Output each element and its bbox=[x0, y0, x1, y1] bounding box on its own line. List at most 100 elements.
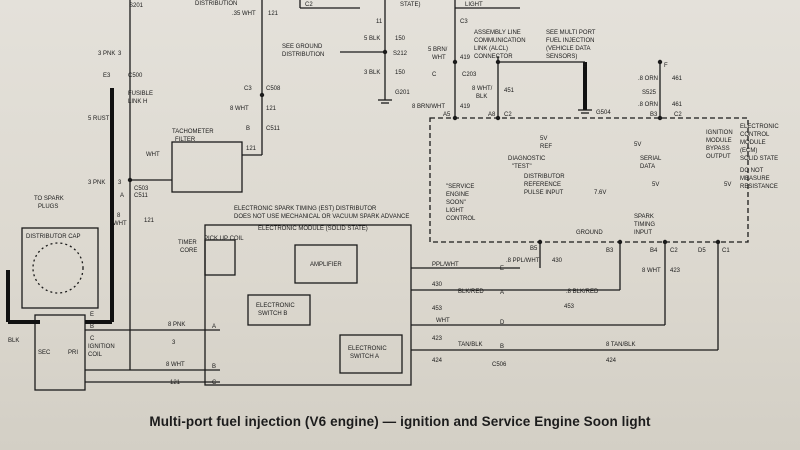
label-ground: GROUND bbox=[576, 230, 603, 236]
label-b3-coil: B bbox=[212, 364, 216, 370]
label-121a: 121 bbox=[268, 11, 279, 17]
label-8-orn-a: .8 ORN bbox=[638, 76, 658, 82]
label-link-h: LINK H bbox=[128, 99, 147, 105]
label-dist-ref-1: DISTRIBUTOR bbox=[524, 174, 565, 180]
diagram-wires bbox=[21, 0, 749, 391]
label-ecm-8: RESISTANCE bbox=[740, 184, 778, 190]
label-ignition: IGNITION bbox=[88, 344, 115, 350]
label-b-conn: B bbox=[500, 344, 504, 350]
label-dist-cap: DISTRIBUTOR CAP bbox=[26, 234, 81, 240]
label-dist-ref-3: PULSE INPUT bbox=[524, 190, 564, 196]
label-c3-top: C3 bbox=[460, 19, 468, 25]
label-8-wht-blk: 8 WHT/ bbox=[472, 86, 493, 92]
label-esw-b-1: ELECTRONIC bbox=[256, 303, 295, 309]
label-tachometer: TACHOMETER bbox=[172, 129, 214, 135]
label-461a: 461 bbox=[672, 76, 683, 82]
label-multiport-4: SENSORS) bbox=[546, 54, 577, 60]
label-wht-f: WHT bbox=[146, 152, 160, 158]
label-spark-3: INPUT bbox=[634, 230, 652, 236]
label-coil: COIL bbox=[88, 352, 103, 358]
harness-wires bbox=[6, 62, 587, 324]
label-7-6v: 7.6V bbox=[594, 190, 606, 196]
label-e: E bbox=[583, 63, 587, 69]
label-ses-1: "SERVICE bbox=[446, 184, 474, 190]
label-a5: A5 bbox=[443, 112, 451, 118]
label-wht: WHT bbox=[113, 221, 127, 227]
label-diagnostic: DIAGNOSTIC bbox=[508, 156, 546, 162]
label-ses-4: LIGHT bbox=[446, 208, 464, 214]
label-5v-a: 5V bbox=[540, 136, 547, 142]
label-est-1: ELECTRONIC SPARK TIMING (EST) DISTRIBUTO… bbox=[234, 206, 377, 212]
label-tan-blk: TAN/BLK bbox=[458, 342, 483, 348]
label-d-conn: D bbox=[500, 320, 505, 326]
label-121c: 121 bbox=[246, 146, 257, 152]
label-5-rust: 5 RUST bbox=[88, 116, 110, 122]
label-8-tan-blk: 8 TAN/BLK bbox=[606, 342, 635, 348]
label-461b: 461 bbox=[672, 102, 683, 108]
label-see-ground: SEE GROUND bbox=[282, 44, 323, 50]
label-8-pnk: 8 PNK bbox=[168, 322, 185, 328]
label-c2a: C2 bbox=[504, 112, 512, 118]
label-c2-top: C2 bbox=[305, 2, 313, 8]
label-3c: 3 bbox=[172, 340, 176, 346]
label-5v-b: 5V bbox=[634, 142, 641, 148]
label-423a: 423 bbox=[432, 336, 443, 342]
label-b3-right: B3 bbox=[650, 112, 658, 118]
label-121d: 121 bbox=[144, 218, 155, 224]
label-esw-a-2: SWITCH A bbox=[350, 354, 379, 360]
label-c500: C500 bbox=[128, 73, 143, 79]
label-453b: 453 bbox=[564, 304, 575, 310]
label-3-pnk-b: 3 PNK bbox=[88, 180, 105, 186]
label-aldl-1: ASSEMBLY LINE bbox=[474, 30, 521, 36]
label-b3: B3 bbox=[606, 248, 614, 254]
label-121e: 121 bbox=[170, 380, 181, 386]
label-c2-coil: C bbox=[212, 380, 217, 386]
label-spark-1: SPARK bbox=[634, 214, 654, 220]
label-430a: 430 bbox=[432, 282, 443, 288]
label-g504: G504 bbox=[596, 110, 611, 116]
label-ecm-4: (ECM) bbox=[740, 148, 757, 154]
label-ref: REF bbox=[540, 144, 552, 150]
label-emod: ELECTRONIC MODULE (SOLID STATE) bbox=[258, 226, 368, 232]
label-424b: 424 bbox=[606, 358, 617, 364]
label-423b: 423 bbox=[670, 268, 681, 274]
label-esw-b-2: SWITCH B bbox=[258, 311, 287, 317]
label-b5: B5 bbox=[530, 246, 538, 252]
label-11: 11 bbox=[376, 19, 383, 25]
label-430b: 430 bbox=[552, 258, 563, 264]
label-5-blk: 5 BLK bbox=[364, 36, 380, 42]
label-blk-left: BLK bbox=[8, 338, 19, 344]
label-d5: D5 bbox=[698, 248, 706, 254]
label-8-wht: 8 WHT bbox=[230, 106, 249, 112]
label-b-c511: B bbox=[246, 126, 250, 132]
label-c508: C508 bbox=[266, 86, 281, 92]
label-blk-b: BLK bbox=[476, 94, 487, 100]
label-wht-b: WHT bbox=[432, 55, 446, 61]
diagram-labels: S201 DISTRIBUTION .35 WHT 121 C2 STATE) … bbox=[8, 1, 779, 386]
label-timer: TIMER bbox=[178, 240, 197, 246]
label-c-coil: C bbox=[90, 336, 95, 342]
label-g201: G201 bbox=[395, 90, 410, 96]
label-35-wht: .35 WHT bbox=[232, 11, 256, 17]
label-ses-5: CONTROL bbox=[446, 216, 476, 222]
label-to-spark: TO SPARK bbox=[34, 196, 64, 202]
label-plugs: PLUGS bbox=[38, 204, 58, 210]
label-serial: SERIAL bbox=[640, 156, 662, 162]
label-ecm-3: MODULE bbox=[740, 140, 766, 146]
label-c203: C203 bbox=[462, 72, 477, 78]
label-c511b: C511 bbox=[134, 193, 149, 199]
label-multiport-3: (VEHICLE DATA bbox=[546, 46, 590, 52]
label-c503: C503 bbox=[134, 186, 149, 192]
label-fusible: FUSIBLE bbox=[128, 91, 153, 97]
label-5v-d: 5V bbox=[724, 182, 731, 188]
label-c1: C1 bbox=[722, 248, 730, 254]
label-core: CORE bbox=[180, 248, 197, 254]
label-8-wht-d: 8 WHT bbox=[642, 268, 661, 274]
label-e3: E3 bbox=[103, 73, 111, 79]
label-8: 8 bbox=[117, 213, 121, 219]
label-multiport-2: FUEL INJECTION bbox=[546, 38, 594, 44]
label-amplifier: AMPLIFIER bbox=[310, 262, 342, 268]
label-s201: S201 bbox=[129, 3, 144, 9]
label-sec: SEC bbox=[38, 350, 51, 356]
